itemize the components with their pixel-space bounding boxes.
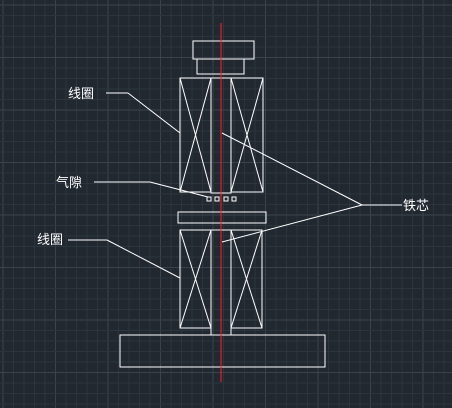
lower-coil-right-cross-b bbox=[230, 229, 263, 329]
label-coil-top: 线圈 bbox=[68, 87, 94, 102]
base-plate bbox=[119, 334, 326, 368]
lower-coil-right-box bbox=[230, 229, 263, 329]
upper-coil-left-cross-b bbox=[179, 77, 212, 193]
upper-coil-right-box bbox=[230, 77, 264, 193]
lower-coil-left-cross-b bbox=[179, 229, 212, 329]
air-gap-markers bbox=[206, 196, 237, 202]
leader-iron-core bbox=[221, 132, 402, 243]
label-air-gap: 气隙 bbox=[56, 175, 82, 191]
leader-air-gap bbox=[94, 181, 209, 198]
label-iron-core: 铁芯 bbox=[403, 199, 429, 214]
label-coil-bottom: 线圈 bbox=[37, 233, 63, 248]
upper-coil-right-cross-b bbox=[230, 77, 264, 193]
leader-coil-top bbox=[106, 92, 181, 134]
lower-pole-plate bbox=[177, 211, 267, 224]
leader-coil-bottom bbox=[68, 239, 181, 279]
